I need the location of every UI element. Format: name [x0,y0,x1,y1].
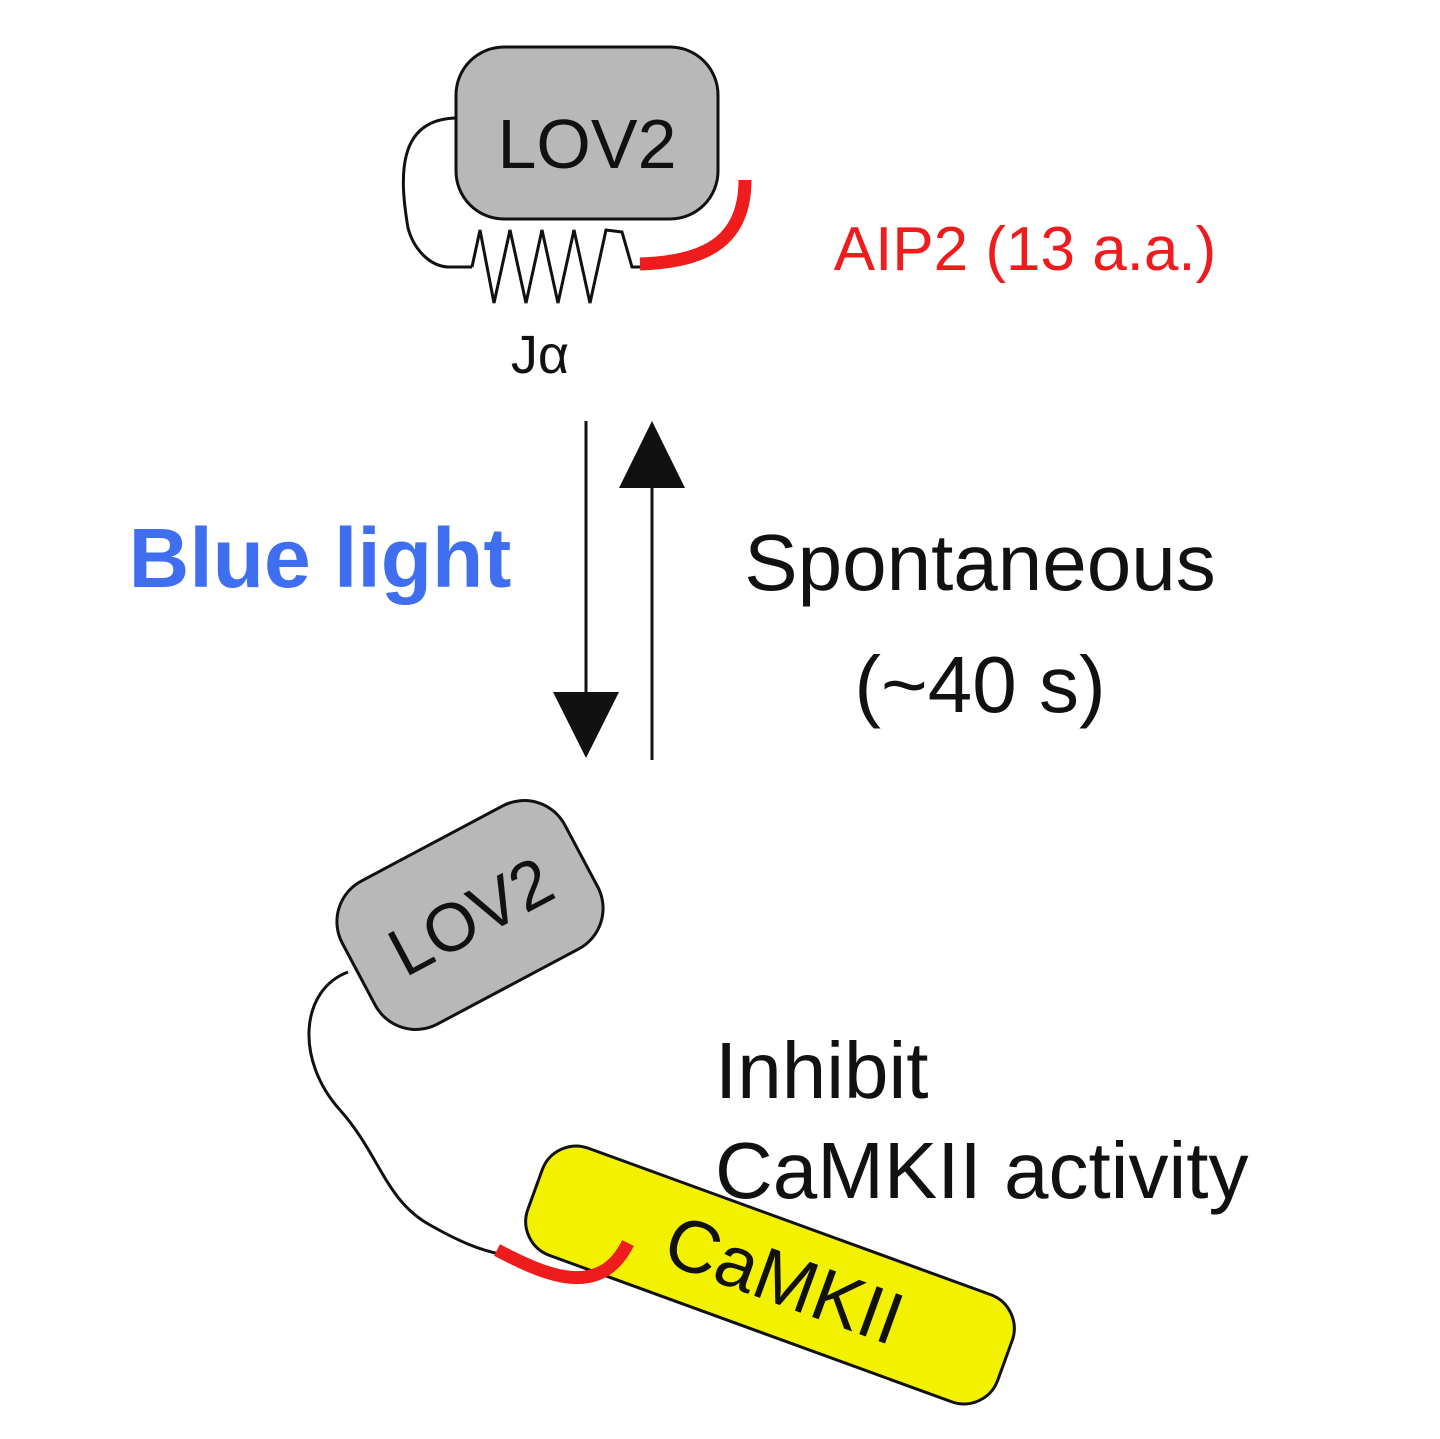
top-linker-loop [401,116,472,269]
bottom-state: CaMKII LOV2 Inhibit CaMKII activity [307,799,1248,1406]
top-lov2-label: LOV2 [498,105,677,183]
aip2-label: AIP2 (13 a.a.) [834,215,1217,284]
top-aip2-peptide [639,179,752,271]
effect-label-line1: Inhibit [715,1026,928,1115]
bottom-aip2-peptide [493,1239,634,1285]
jalpha-helix [470,228,642,304]
transition-arrows: Blue light Spontaneous (~40 s) [129,421,1216,760]
bottom-lov2-domain [335,799,605,1031]
top-lov2-domain [454,45,720,221]
top-state: LOV2 Jα AIP2 (13 a.a.) [401,45,1217,385]
spontaneous-label: Spontaneous [744,518,1216,607]
spontaneous-time-label: (~40 s) [854,640,1105,729]
jalpha-label: Jα [511,325,569,385]
forward-arrow-head [553,692,619,758]
bottom-linker [307,970,501,1256]
reverse-arrow-head [619,421,685,488]
camkii-kinase [524,1144,1016,1406]
blue-light-label: Blue light [129,511,512,605]
effect-label-line2: CaMKII activity [715,1126,1248,1215]
